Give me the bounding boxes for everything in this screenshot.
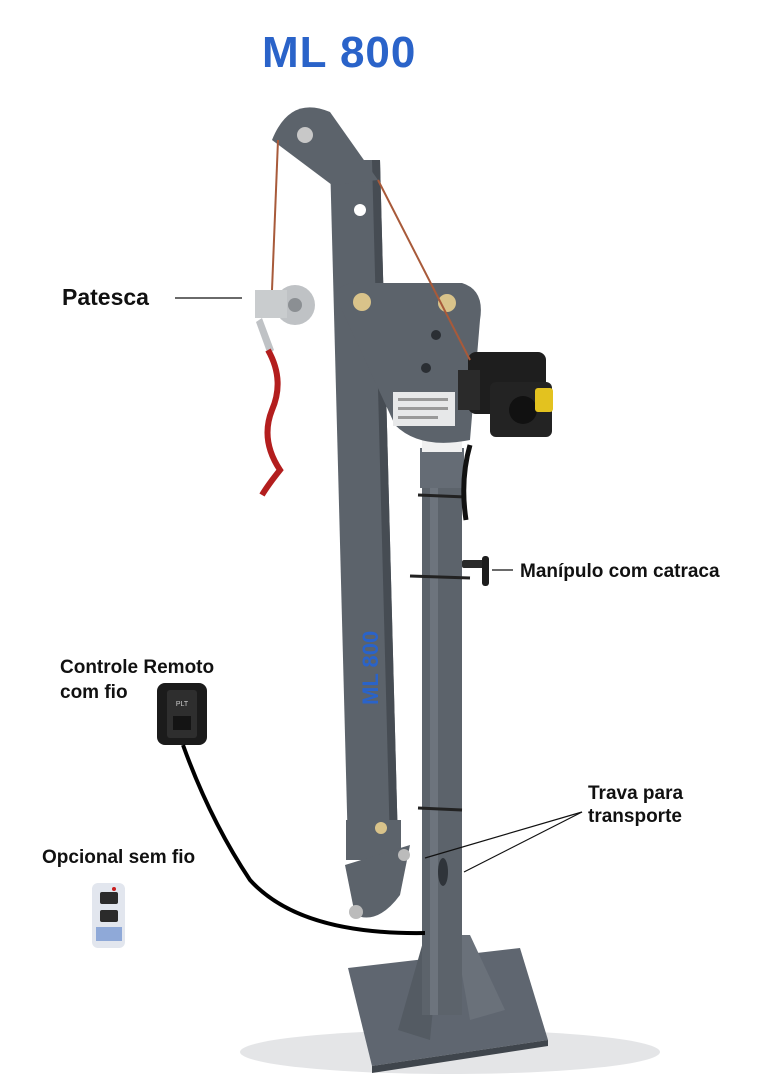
lifting-cable [271,139,279,291]
pulley-block-icon [255,285,315,355]
plate-hole [431,330,441,340]
transport-lock-hole [438,858,448,886]
spec-sticker-line [398,416,438,419]
cable-tie [417,806,463,812]
pulley-bolt [297,127,313,143]
label-opcional: Opcional sem fio [42,847,196,868]
leader-trava-2 [463,811,583,873]
hinge-bolt [398,849,410,861]
cable-tie [417,493,467,499]
mast-sleeve [420,448,464,488]
label-controle-line1: Controle Remoto [60,657,215,678]
boom-bolt [354,204,366,216]
lifting-cable [377,179,471,361]
base-plate-edge [372,1040,548,1073]
label-patesca: Patesca [62,284,149,310]
spec-sticker-line [398,407,448,410]
boom-hinge-bracket [345,845,410,918]
remote-cable [181,744,426,936]
plate-hole [421,363,431,373]
cable-tie [409,574,471,580]
product-title: ML 800 [262,28,417,77]
boom-head [272,107,378,185]
plate-bolt [353,293,371,311]
leader-trava-1 [424,811,583,859]
red-strap [259,348,284,497]
remote-wired-label: PLT [176,701,189,708]
label-trava-line2: transporte [588,806,682,827]
motor-cable [461,444,473,521]
label-trava-line1: Trava para [588,783,684,804]
remote-control-icon: PLT [157,683,207,745]
hinge-bolt [349,905,363,919]
spec-sticker-line [398,398,448,401]
ratchet-handle [462,560,488,568]
mast-white-ring [422,440,462,452]
ratchet-knob [482,556,489,586]
label-manipulo: Manípulo com catraca [520,561,720,582]
boom-bolt [375,822,387,834]
winch-motor-icon [458,352,553,437]
boom-brand-text: ML 800 [358,631,383,705]
label-controle-line2: com fio [60,682,128,703]
mast-highlight [430,455,438,1015]
mast [422,455,462,1015]
base-gusset-right [455,935,505,1020]
wireless-remote-icon [92,883,125,948]
